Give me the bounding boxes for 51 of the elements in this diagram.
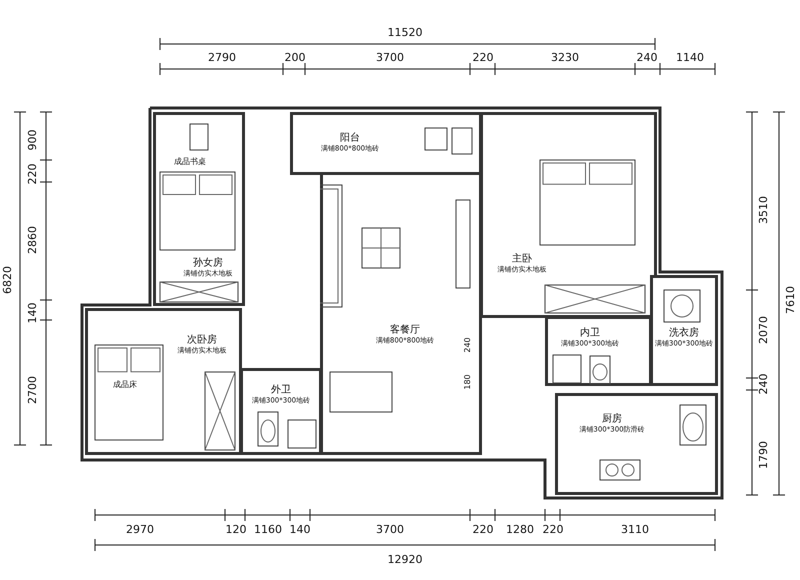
dimension-label: 220 bbox=[472, 52, 494, 64]
dimension-label: 180 bbox=[462, 374, 473, 390]
dimension-label: 220 bbox=[472, 524, 494, 536]
room-name: 主卧 bbox=[512, 254, 532, 266]
dimension-label: 1790 bbox=[758, 441, 770, 469]
dimension-label: 7610 bbox=[785, 286, 797, 314]
dimension-label: 2700 bbox=[27, 376, 39, 404]
room-outline bbox=[545, 316, 652, 386]
room-name: 阳台 bbox=[340, 132, 360, 144]
room-outline bbox=[480, 112, 657, 318]
furniture-label: 成品书桌 bbox=[174, 156, 206, 168]
room-outline bbox=[555, 393, 718, 495]
room-outline bbox=[290, 112, 482, 175]
dimension-label: 2070 bbox=[758, 316, 770, 344]
dimension-label: 120 bbox=[226, 524, 246, 536]
dimension-label: 1160 bbox=[254, 524, 282, 536]
room-name: 孙女房 bbox=[193, 258, 223, 270]
dimension-label: 1280 bbox=[506, 524, 534, 536]
dimension-label: 2970 bbox=[126, 524, 154, 536]
dimension-label: 6820 bbox=[2, 266, 14, 294]
room-name: 客餐厅 bbox=[390, 324, 420, 336]
dimension-label: 3700 bbox=[376, 524, 404, 536]
room-outline bbox=[650, 275, 718, 386]
dimension-label: 11520 bbox=[388, 27, 422, 39]
room-outline bbox=[240, 368, 322, 455]
room-name: 次卧房 bbox=[187, 334, 217, 346]
room-name: 外卫 bbox=[271, 384, 291, 396]
dimension-label: 2790 bbox=[208, 52, 236, 64]
dimension-label: 2860 bbox=[27, 226, 39, 254]
furniture-label: 成品床 bbox=[113, 379, 137, 391]
dimension-label: 240 bbox=[636, 52, 658, 64]
dimension-label: 1140 bbox=[676, 52, 704, 64]
room-name: 内卫 bbox=[580, 328, 600, 340]
dimension-label: 140 bbox=[290, 524, 310, 536]
room-name: 厨房 bbox=[602, 414, 622, 426]
dimension-label: 12920 bbox=[388, 554, 422, 566]
room-outline bbox=[320, 172, 482, 455]
dimension-label: 220 bbox=[542, 524, 564, 536]
room-name: 洗衣房 bbox=[669, 328, 699, 340]
dimension-label: 900 bbox=[27, 130, 39, 150]
dimension-label: 200 bbox=[284, 52, 306, 64]
dimension-label: 3510 bbox=[758, 196, 770, 224]
dimension-label: 3230 bbox=[551, 52, 579, 64]
dimension-label: 220 bbox=[27, 164, 39, 184]
dimension-label: 240 bbox=[758, 374, 770, 394]
dimension-label: 240 bbox=[462, 337, 473, 353]
room-outline bbox=[153, 112, 245, 306]
room-outline bbox=[85, 308, 242, 455]
dimension-label: 140 bbox=[27, 302, 39, 324]
dimension-label: 3700 bbox=[376, 52, 404, 64]
dimension-label: 3110 bbox=[621, 524, 649, 536]
